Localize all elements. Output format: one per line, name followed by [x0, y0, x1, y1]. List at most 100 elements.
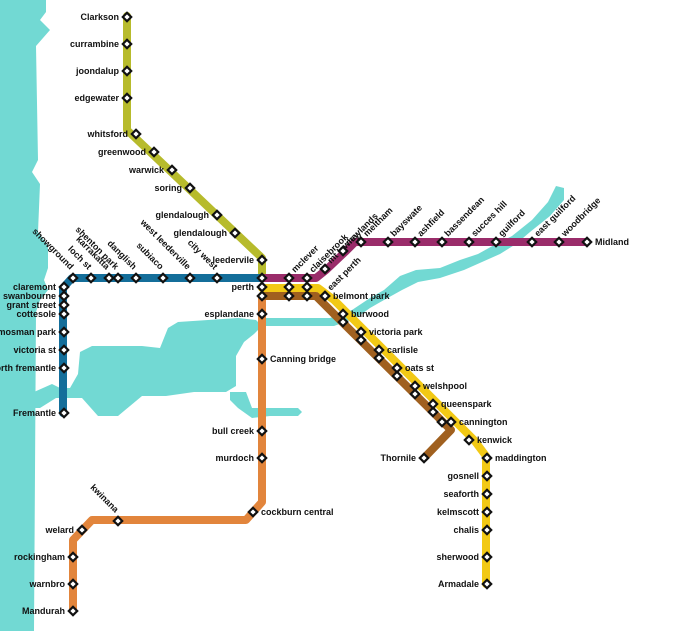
- station-label-midland: Midland: [595, 237, 629, 247]
- station-label-cockburn: cockburn central: [261, 507, 334, 517]
- station-marker-victoria-park[interactable]: [355, 326, 367, 338]
- station-marker-edgewater[interactable]: [121, 92, 133, 104]
- station-marker-whitsford[interactable]: [130, 128, 142, 140]
- station-marker-shenton-park[interactable]: [112, 272, 124, 284]
- station-marker-guildford[interactable]: [490, 236, 502, 248]
- station-marker-esplanade[interactable]: [256, 308, 268, 320]
- station-marker-north-fremantle[interactable]: [58, 362, 70, 374]
- station-marker-warnbro[interactable]: [67, 578, 79, 590]
- rail-lines: [59, 12, 591, 614]
- station-marker[interactable]: [409, 388, 421, 400]
- station-label-whitsford: whitsford: [87, 129, 129, 139]
- station-marker-subiaco[interactable]: [157, 272, 169, 284]
- station-marker[interactable]: [427, 406, 439, 418]
- station-marker-daglish[interactable]: [130, 272, 142, 284]
- station-marker[interactable]: [337, 316, 349, 328]
- station-marker-canning-bridge[interactable]: [256, 353, 268, 365]
- station-label-queens-park: queenspark: [441, 399, 493, 409]
- station-marker-maylands[interactable]: [337, 245, 349, 257]
- station-marker-perth[interactable]: [256, 281, 268, 293]
- station-marker-victoria-st[interactable]: [58, 344, 70, 356]
- station-marker-fremantle[interactable]: [58, 407, 70, 419]
- canning-river: [230, 392, 302, 418]
- station-marker-leederville[interactable]: [256, 254, 268, 266]
- station-marker-cannington[interactable]: [445, 416, 457, 428]
- station-marker-mclver[interactable]: [283, 272, 295, 284]
- station-label-esplanade: esplandane: [204, 309, 254, 319]
- station-marker-maddington[interactable]: [481, 452, 493, 464]
- station-label-cannington: cannington: [459, 417, 508, 427]
- station-marker-kwinana[interactable]: [112, 515, 124, 527]
- station-marker-warwick[interactable]: [166, 164, 178, 176]
- station-marker-joondalup[interactable]: [121, 65, 133, 77]
- station-marker[interactable]: [301, 290, 313, 302]
- station-label-gosnells: gosnell: [447, 471, 479, 481]
- station-marker-mandurah[interactable]: [67, 605, 79, 617]
- station-marker-wellard[interactable]: [76, 524, 88, 536]
- station-marker-seaforth[interactable]: [481, 488, 493, 500]
- station-marker-belmont-park[interactable]: [319, 290, 331, 302]
- station-marker-thornlie[interactable]: [418, 452, 430, 464]
- station-marker-rockingham[interactable]: [67, 551, 79, 563]
- station-marker-queens-park[interactable]: [427, 398, 439, 410]
- station-label-joondalup: joondalup: [75, 66, 119, 76]
- station-marker-burswood[interactable]: [337, 308, 349, 320]
- station-marker-murdoch[interactable]: [256, 452, 268, 464]
- station-marker[interactable]: [355, 334, 367, 346]
- station-marker-karrakatta[interactable]: [103, 272, 115, 284]
- station-label-fremantle: Fremantle: [13, 408, 56, 418]
- station-marker-bull-creek[interactable]: [256, 425, 268, 437]
- station-marker[interactable]: [256, 290, 268, 302]
- station-marker-clarkson[interactable]: [121, 11, 133, 23]
- station-marker[interactable]: [373, 352, 385, 364]
- station-label-stirling: soring: [154, 183, 182, 193]
- station-marker-success-hill[interactable]: [463, 236, 475, 248]
- stations: Clarksoncurrambinejoondalupedgewaterwhit…: [0, 11, 629, 617]
- station-marker-cottesloe[interactable]: [58, 308, 70, 320]
- station-marker-east-guildford[interactable]: [526, 236, 538, 248]
- station-label-rockingham: rockingham: [14, 552, 65, 562]
- station-marker-carlisle[interactable]: [373, 344, 385, 356]
- station-marker-gosnells[interactable]: [481, 470, 493, 482]
- station-marker[interactable]: [391, 370, 403, 382]
- station-marker-sherwood[interactable]: [481, 551, 493, 563]
- station-marker-mosman-park[interactable]: [58, 326, 70, 338]
- station-label-welshpool: welshpool: [422, 381, 467, 391]
- station-marker-bassendean[interactable]: [436, 236, 448, 248]
- station-marker-meltham[interactable]: [355, 236, 367, 248]
- station-marker-greenwood[interactable]: [148, 146, 160, 158]
- station-marker[interactable]: [436, 416, 448, 428]
- station-marker-west-leederville[interactable]: [184, 272, 196, 284]
- station-label-kenwick: kenwick: [477, 435, 513, 445]
- station-marker-stirling[interactable]: [184, 182, 196, 194]
- station-marker-oats-st[interactable]: [391, 362, 403, 374]
- station-marker-glendalough2[interactable]: [229, 227, 241, 239]
- station-label-edgewater: edgewater: [74, 93, 119, 103]
- station-marker-woodbridge[interactable]: [553, 236, 565, 248]
- station-marker-glendalough1[interactable]: [211, 209, 223, 221]
- station-marker-ashfield[interactable]: [409, 236, 421, 248]
- station-label-armadale: Armadale: [438, 579, 479, 589]
- station-marker-city-west[interactable]: [211, 272, 223, 284]
- station-marker-bayswater[interactable]: [382, 236, 394, 248]
- station-label-murdoch: murdoch: [215, 453, 254, 463]
- station-marker-kenwick[interactable]: [463, 434, 475, 446]
- station-marker-loch-st[interactable]: [85, 272, 97, 284]
- station-marker-challis[interactable]: [481, 524, 493, 536]
- station-marker-midland[interactable]: [581, 236, 593, 248]
- station-marker-armadale[interactable]: [481, 578, 493, 590]
- station-label-thornlie: Thornile: [381, 453, 417, 463]
- thornlie-line: [258, 292, 455, 462]
- station-marker-claisebrook[interactable]: [301, 272, 313, 284]
- station-marker-showgrounds[interactable]: [67, 272, 79, 284]
- station-marker-welshpool[interactable]: [409, 380, 421, 392]
- station-label-currambine: currambine: [70, 39, 119, 49]
- station-marker[interactable]: [283, 290, 295, 302]
- station-marker-currambine[interactable]: [121, 38, 133, 50]
- station-marker-kelmscott[interactable]: [481, 506, 493, 518]
- station-label-maddington: maddington: [495, 453, 547, 463]
- station-label-warwick: warwick: [128, 165, 165, 175]
- station-marker-mt-lawley[interactable]: [319, 263, 331, 275]
- station-marker-cockburn[interactable]: [247, 506, 259, 518]
